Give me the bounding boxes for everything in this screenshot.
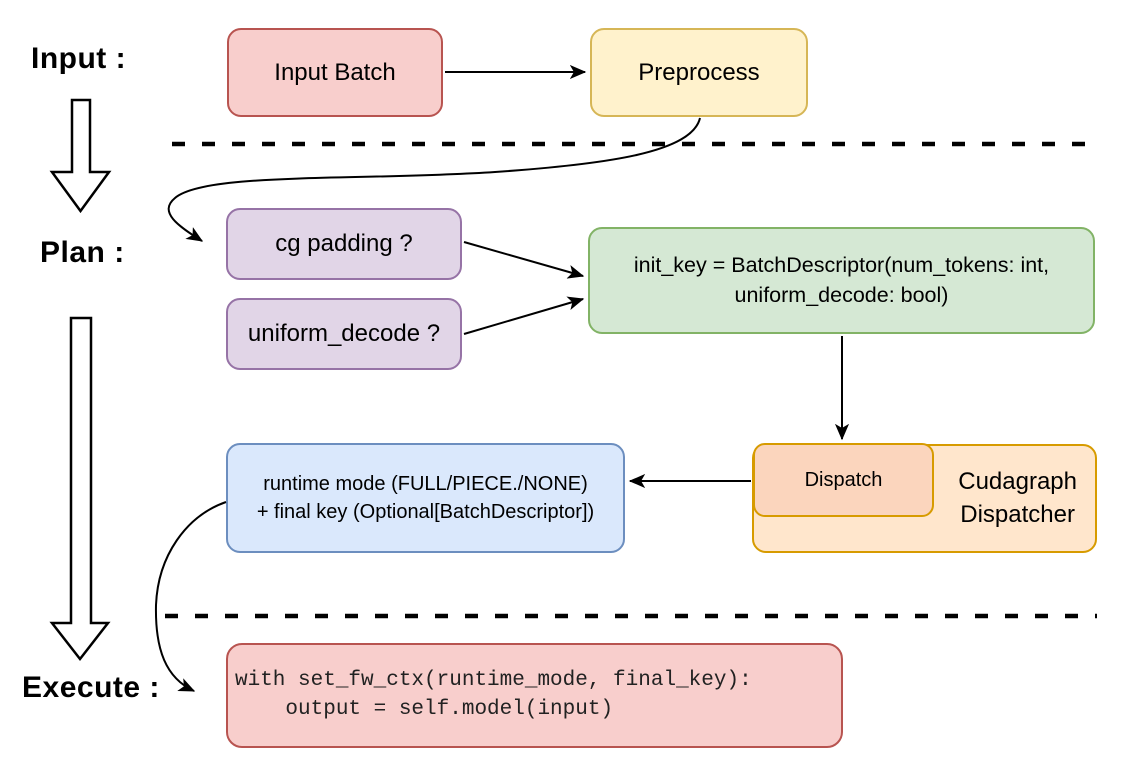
node-input-batch-label: Input Batch [274,58,396,86]
node-execute-code: with set_fw_ctx(runtime_mode, final_key)… [226,643,843,748]
big-arrow-input-to-plan [49,98,112,214]
execute-code-line2: output = self.model(input) [235,697,614,721]
node-cg-padding-label: cg padding ? [275,230,413,258]
node-init-key-line1: init_key = BatchDescriptor(num_tokens: i… [633,253,1050,278]
arrow-runtime-mode-to-execute-code [154,501,227,692]
node-preprocess-label: Preprocess [638,58,760,86]
stage-label-input: Input : [31,42,127,75]
arrow-cg-padding-to-init-key [463,241,583,276]
execute-code-line1: with set_fw_ctx(runtime_mode, final_key)… [235,669,752,693]
node-dispatch-label: Dispatch [804,469,883,491]
node-cg-padding: cg padding ? [226,208,462,280]
big-arrow-plan-to-execute [49,316,111,662]
node-uniform-decode-label: uniform_decode ? [247,320,441,348]
stage-label-execute: Execute : [22,671,160,704]
node-uniform-decode: uniform_decode ? [226,298,462,370]
node-init-key-line2: uniform_decode: bool) [734,282,949,307]
node-input-batch: Input Batch [227,28,443,117]
node-runtime-mode-line1: runtime mode (FULL/PIECE./NONE) [263,473,588,495]
node-runtime-mode-line2: + final key (Optional[BatchDescriptor]) [256,501,595,523]
node-preprocess: Preprocess [590,28,808,117]
arrow-uniform-decode-to-init-key [463,299,583,335]
node-cudagraph-dispatcher-label: Cudagraph Dispatcher [958,468,1077,528]
node-runtime-mode: runtime mode (FULL/PIECE./NONE) + final … [226,443,625,553]
node-dispatch: Dispatch [753,443,934,517]
stage-label-plan: Plan : [40,236,125,269]
node-init-key: init_key = BatchDescriptor(num_tokens: i… [588,227,1095,334]
